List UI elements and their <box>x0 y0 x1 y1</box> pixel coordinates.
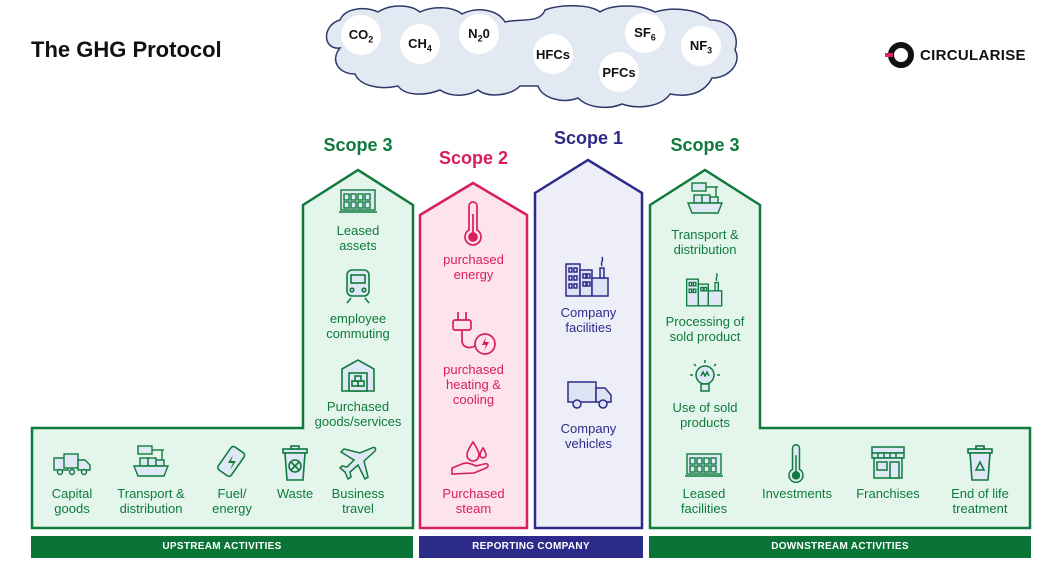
plug-icon <box>452 312 496 355</box>
leased-assets-label: Leased assets <box>336 223 380 253</box>
building-icon <box>339 189 377 213</box>
transport-distribution-upstream-label: Transport & distribution <box>117 486 185 516</box>
lightbulb-icon <box>690 360 720 392</box>
scope3-upstream-label: Scope 3 <box>323 135 393 155</box>
gas-hfcs: HFCs <box>536 47 570 62</box>
scope1-shape <box>533 158 644 530</box>
gas-ch4: CH4 <box>408 36 432 54</box>
downstream-scope3-shape <box>648 168 1032 530</box>
investments-label: Investments <box>761 486 833 501</box>
company-vehicles-label: Company vehicles <box>560 421 617 451</box>
building-icon <box>685 453 723 477</box>
battery-icon <box>216 445 246 478</box>
recycle-bin-icon <box>967 445 993 481</box>
reporting-company-band: REPORTING COMPANY <box>419 536 643 558</box>
purchased-steam-label: Purchased steam <box>442 486 505 516</box>
gas-co2: CO2 <box>348 27 374 45</box>
fuel-energy-label: Fuel/ energy <box>212 486 252 516</box>
downstream-activities-band: DOWNSTREAM ACTIVITIES <box>649 536 1031 558</box>
upstream-scope3-shape <box>30 168 415 530</box>
gas-nf3: NF3 <box>689 38 713 56</box>
thermometer-icon <box>788 444 804 483</box>
brand-name: CIRCULARISE <box>920 46 1026 64</box>
thermometer-icon <box>464 201 482 246</box>
gas-cloud <box>325 5 738 109</box>
purchased-goods-label: Purchased goods/services <box>314 399 402 429</box>
scope2-shape <box>418 181 529 530</box>
logo-ring-icon <box>885 42 914 68</box>
purchased-heating-cooling-label: purchased heating & cooling <box>443 362 504 407</box>
end-of-life-label: End of life treatment <box>951 486 1009 516</box>
company-facilities-label: Company facilities <box>560 305 617 335</box>
capital-goods-label: Capital goods <box>51 486 93 516</box>
processing-sold-product-label: Processing of sold product <box>665 314 745 344</box>
gas-sf6: SF6 <box>634 25 656 43</box>
gas-n2o: N20 <box>468 26 490 44</box>
ship-icon <box>132 445 170 477</box>
train-icon <box>346 269 370 304</box>
page-title: The GHG Protocol <box>31 37 222 62</box>
storefront-icon <box>871 446 905 479</box>
employee-commuting-label: employee commuting <box>326 311 390 341</box>
ship-icon <box>686 182 724 214</box>
transport-distribution-downstream-label: Transport & distribution <box>671 227 739 257</box>
truck-icon <box>567 381 612 409</box>
steam-hand-icon <box>451 440 489 475</box>
scope3-downstream-label: Scope 3 <box>670 135 740 155</box>
circularise-logo: CIRCULARISE <box>885 35 1026 75</box>
franchises-label: Franchises <box>856 486 920 501</box>
factory-icon <box>686 273 723 307</box>
waste-bin-icon <box>282 445 308 481</box>
scope2-label: Scope 2 <box>438 148 509 168</box>
airplane-icon <box>338 446 377 481</box>
gas-pfcs: PFCs <box>602 65 636 80</box>
purchased-energy-label: purchased energy <box>443 252 504 282</box>
upstream-activities-band: UPSTREAM ACTIVITIES <box>31 536 413 558</box>
waste-label: Waste <box>276 486 314 501</box>
factory-icon <box>565 256 609 297</box>
scope1-label: Scope 1 <box>553 128 624 148</box>
leased-facilities-label: Leased facilities <box>680 486 728 516</box>
warehouse-icon <box>341 359 375 392</box>
use-of-sold-products-label: Use of sold products <box>672 400 738 430</box>
trucks-icon <box>53 453 91 476</box>
business-travel-label: Business travel <box>331 486 385 516</box>
